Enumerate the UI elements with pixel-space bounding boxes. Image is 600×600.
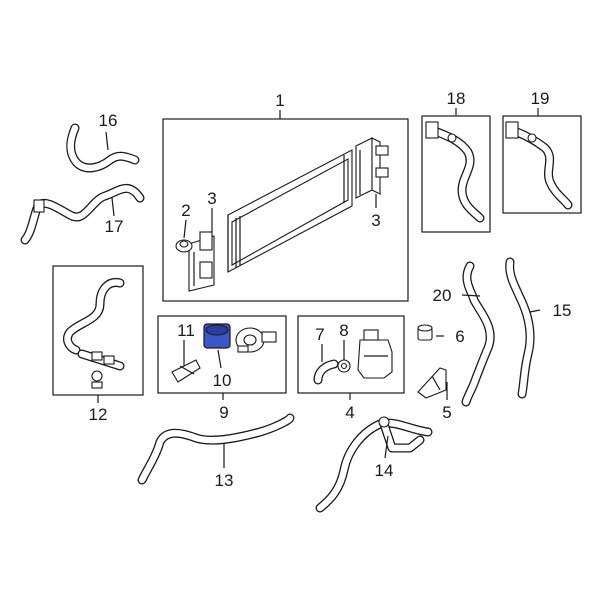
clamp-8 xyxy=(337,359,351,373)
callout-8: 8 xyxy=(339,321,348,340)
hose-18 xyxy=(425,121,485,223)
callout-20: 20 xyxy=(433,286,452,305)
callout-19: 19 xyxy=(531,89,550,108)
callout-1: 1 xyxy=(275,91,284,110)
callout-10: 10 xyxy=(213,371,232,390)
callout-17: 17 xyxy=(105,217,124,236)
reservoir-tank xyxy=(357,329,393,379)
radiator-core xyxy=(227,149,353,273)
callout-18: 18 xyxy=(447,89,466,108)
callout-6: 6 xyxy=(455,327,464,346)
pipe-14 xyxy=(315,416,433,513)
callout-12: 12 xyxy=(89,405,108,424)
water-pump xyxy=(235,327,277,353)
bracket-11 xyxy=(171,359,201,383)
leader-lines xyxy=(97,108,541,468)
callout-9: 9 xyxy=(219,403,228,422)
callout-13: 13 xyxy=(215,471,234,490)
callout-3-left: 3 xyxy=(207,189,216,208)
cap-6 xyxy=(417,324,433,341)
grommet-2 xyxy=(175,239,193,253)
insulator-10-highlighted xyxy=(203,323,231,349)
mount-bracket-left xyxy=(188,231,215,292)
hose-20 xyxy=(461,261,495,407)
pipe-13 xyxy=(137,413,295,485)
radiator-side-tank xyxy=(355,137,389,199)
callout-5: 5 xyxy=(442,403,451,422)
callout-4: 4 xyxy=(345,403,354,422)
callout-14: 14 xyxy=(375,461,394,480)
callout-2: 2 xyxy=(181,201,190,220)
hose-15 xyxy=(505,257,535,399)
hose-12 xyxy=(63,278,125,389)
callout-7: 7 xyxy=(315,325,324,344)
callout-11: 11 xyxy=(177,321,195,340)
hose-19 xyxy=(505,121,573,210)
bracket-5 xyxy=(417,367,447,399)
hose-17 xyxy=(20,183,145,245)
callout-16: 16 xyxy=(99,111,118,130)
callout-15: 15 xyxy=(553,301,572,320)
hose-7 xyxy=(313,359,339,385)
hose-16 xyxy=(66,123,140,173)
callout-3-right: 3 xyxy=(371,211,380,230)
